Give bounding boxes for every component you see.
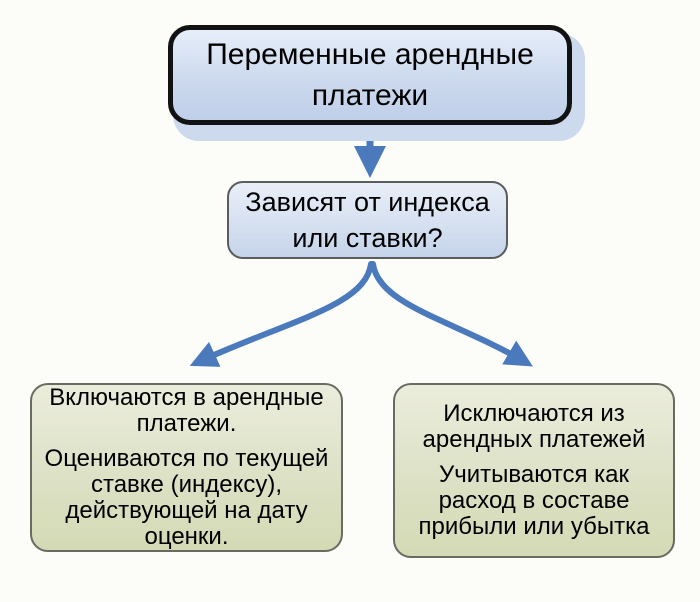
included-paragraph-2: Оцениваются по текущей ставке (индексу),… [44,445,329,550]
question-node-label: Зависят от индекса или ставки? [245,187,490,253]
included-paragraph-1: Включаются в арендные платежи. [49,384,324,437]
arrow-question-to-right [370,261,533,367]
excluded-paragraph-2: Учитываются как расход в составе прибыли… [418,461,650,540]
result-node-included: Включаются в арендные платежи. Оценивают… [30,383,343,552]
title-node-label: Переменные арендные платежи [206,38,534,112]
arrow-question-to-left [189,261,374,367]
title-node: Переменные арендные платежи [168,25,572,125]
question-node: Зависят от индекса или ставки? [227,181,508,259]
excluded-paragraph-1: Исключаются из арендных платежей [422,400,646,453]
result-node-excluded: Исключаются из арендных платежей Учитыва… [393,383,675,558]
